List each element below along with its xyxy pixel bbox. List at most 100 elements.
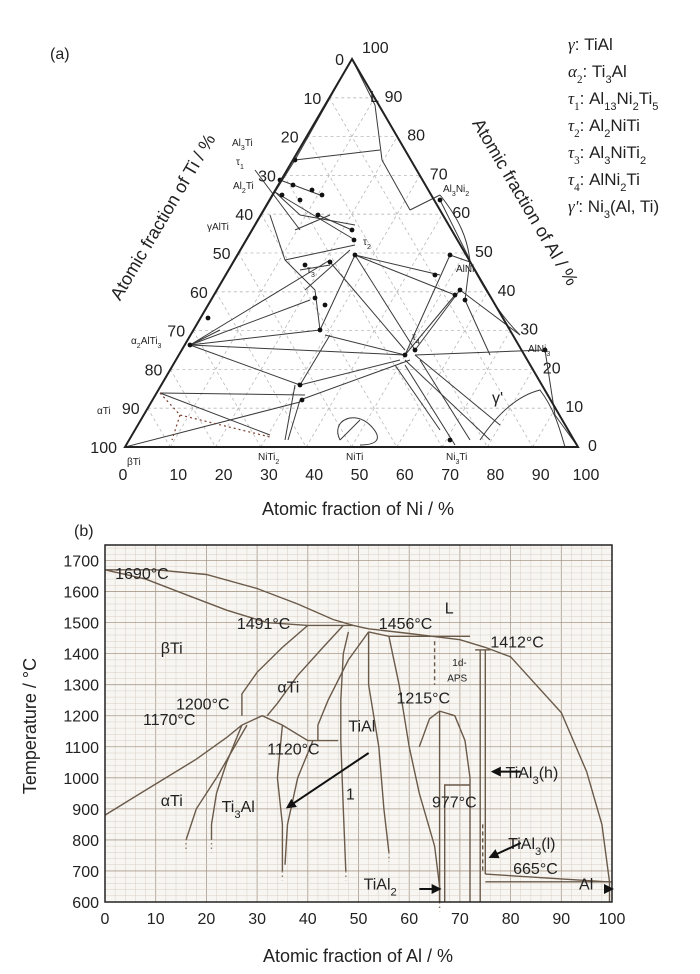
phase-line (269, 214, 286, 261)
ti-tick-label: 20 (281, 130, 299, 147)
phase-line (404, 364, 456, 446)
phase-line (354, 254, 416, 351)
ni-tick-label: 60 (396, 467, 414, 484)
y-axis-ticks: 6007008009001000110012001300140015001600… (63, 554, 99, 912)
phase-line (159, 392, 306, 396)
phase-label-niti2: NiTi2 (258, 452, 279, 466)
legend-entry: τ2: Al2NiTi (568, 116, 640, 140)
x-tick-label: 70 (451, 911, 469, 928)
phase-point (327, 259, 333, 265)
phase-point (309, 187, 315, 193)
phase-label-tau1: τ1 (236, 157, 244, 171)
phase-line (254, 169, 301, 231)
phase-label-niti: NiTi (346, 452, 363, 463)
plot-annotation: 1456°C (379, 616, 433, 633)
plot-annotation: 1170°C (143, 712, 195, 729)
phase-label-alpha2-alti3: α2AlTi3 (131, 336, 162, 350)
phase-boundary (367, 631, 390, 853)
grid-line (441, 330, 511, 448)
ti-tick-label: 30 (258, 168, 276, 185)
annotation-arrow (488, 842, 522, 859)
phase-line (329, 261, 406, 351)
plot-annotation: βTi (161, 641, 183, 658)
phase-line (459, 289, 521, 336)
x-tick-label: 80 (502, 911, 520, 928)
y-tick-label: 1000 (63, 771, 99, 788)
phase-line (284, 244, 356, 261)
phase-line (299, 359, 401, 386)
phase-line (354, 254, 456, 296)
plot-annotation: TiAl2 (364, 877, 397, 899)
legend-entry: τ3: Al3NiTi2 (568, 143, 646, 167)
phase-point (462, 297, 468, 303)
phase-point (317, 327, 323, 333)
phase-line (381, 159, 411, 211)
plot-frame (104, 544, 613, 903)
ni-tick-label: 30 (260, 467, 278, 484)
phase-line (284, 384, 296, 441)
phase-boundary (241, 624, 309, 716)
panel-a-label: (a) (50, 46, 70, 63)
legend-entry: γ: TiAl (568, 35, 613, 54)
ti-tick-label: 10 (304, 91, 322, 108)
phase-line (189, 259, 331, 346)
phase-boundaries (104, 569, 612, 912)
phase-point (319, 192, 325, 198)
plot-annotation: 1120°C (267, 742, 319, 759)
ti-tick-label: 50 (213, 246, 231, 263)
x-tick-label: 60 (400, 911, 418, 928)
legend-entry: α2: Ti3Al (568, 62, 627, 86)
x-tick-label: 100 (599, 911, 626, 928)
ti-tick-label: 70 (167, 324, 185, 341)
x-tick-label: 0 (101, 911, 110, 928)
x-axis-title: Atomic fraction of Al / % (263, 946, 453, 966)
phase-point (297, 382, 303, 388)
x-tick-label: 90 (552, 911, 570, 928)
phase-point (437, 197, 443, 203)
phase-line (409, 194, 441, 211)
y-tick-label: 1300 (63, 678, 99, 695)
ti-tick-label: 80 (145, 362, 163, 379)
al-tick-label: 70 (430, 166, 448, 183)
phase-boundary (210, 724, 243, 840)
phase-line-dotted (159, 392, 271, 441)
phase-point (412, 347, 418, 353)
y-tick-label: 1600 (63, 585, 99, 602)
y-tick-label: 600 (72, 895, 99, 912)
grid-line (351, 252, 466, 448)
ti-tick-label: 40 (235, 207, 253, 224)
y-tick-label: 700 (72, 864, 99, 881)
ti-tick-label: 100 (90, 440, 117, 457)
ni-tick-label: 0 (119, 467, 128, 484)
phase-label-beta-ti: βTi (127, 457, 141, 468)
phase-label-al3ni2: Al3Ni2 (443, 184, 469, 198)
phase-boundary (266, 624, 344, 717)
phase-point (447, 437, 453, 443)
phase-line (274, 191, 301, 216)
phase-point (352, 252, 358, 258)
phase-line (414, 354, 501, 426)
legend-entry: τ1: Al13Ni2Ti5 (568, 89, 658, 113)
phase-line (374, 104, 383, 161)
phase-label-tau3: τ3 (307, 265, 315, 279)
plot-annotation: 1d- (452, 658, 466, 669)
grid-line (192, 330, 262, 448)
phase-line (299, 264, 331, 271)
phase-line (324, 334, 406, 356)
y-tick-label: 900 (72, 802, 99, 819)
ti-tick-label: 0 (335, 52, 344, 69)
phase-label-al2ti: Al2Ti (233, 181, 254, 195)
phase-boundary (104, 569, 354, 627)
annotation-arrows (285, 752, 614, 894)
phase-point (187, 342, 193, 348)
y-tick-label: 800 (72, 833, 99, 850)
plot-annotation: TiAl3(h) (506, 765, 559, 787)
phase-line (439, 194, 471, 263)
phase-line (464, 259, 471, 301)
phase-point (297, 197, 303, 203)
phase-line (287, 399, 301, 441)
grid-line (328, 97, 534, 448)
